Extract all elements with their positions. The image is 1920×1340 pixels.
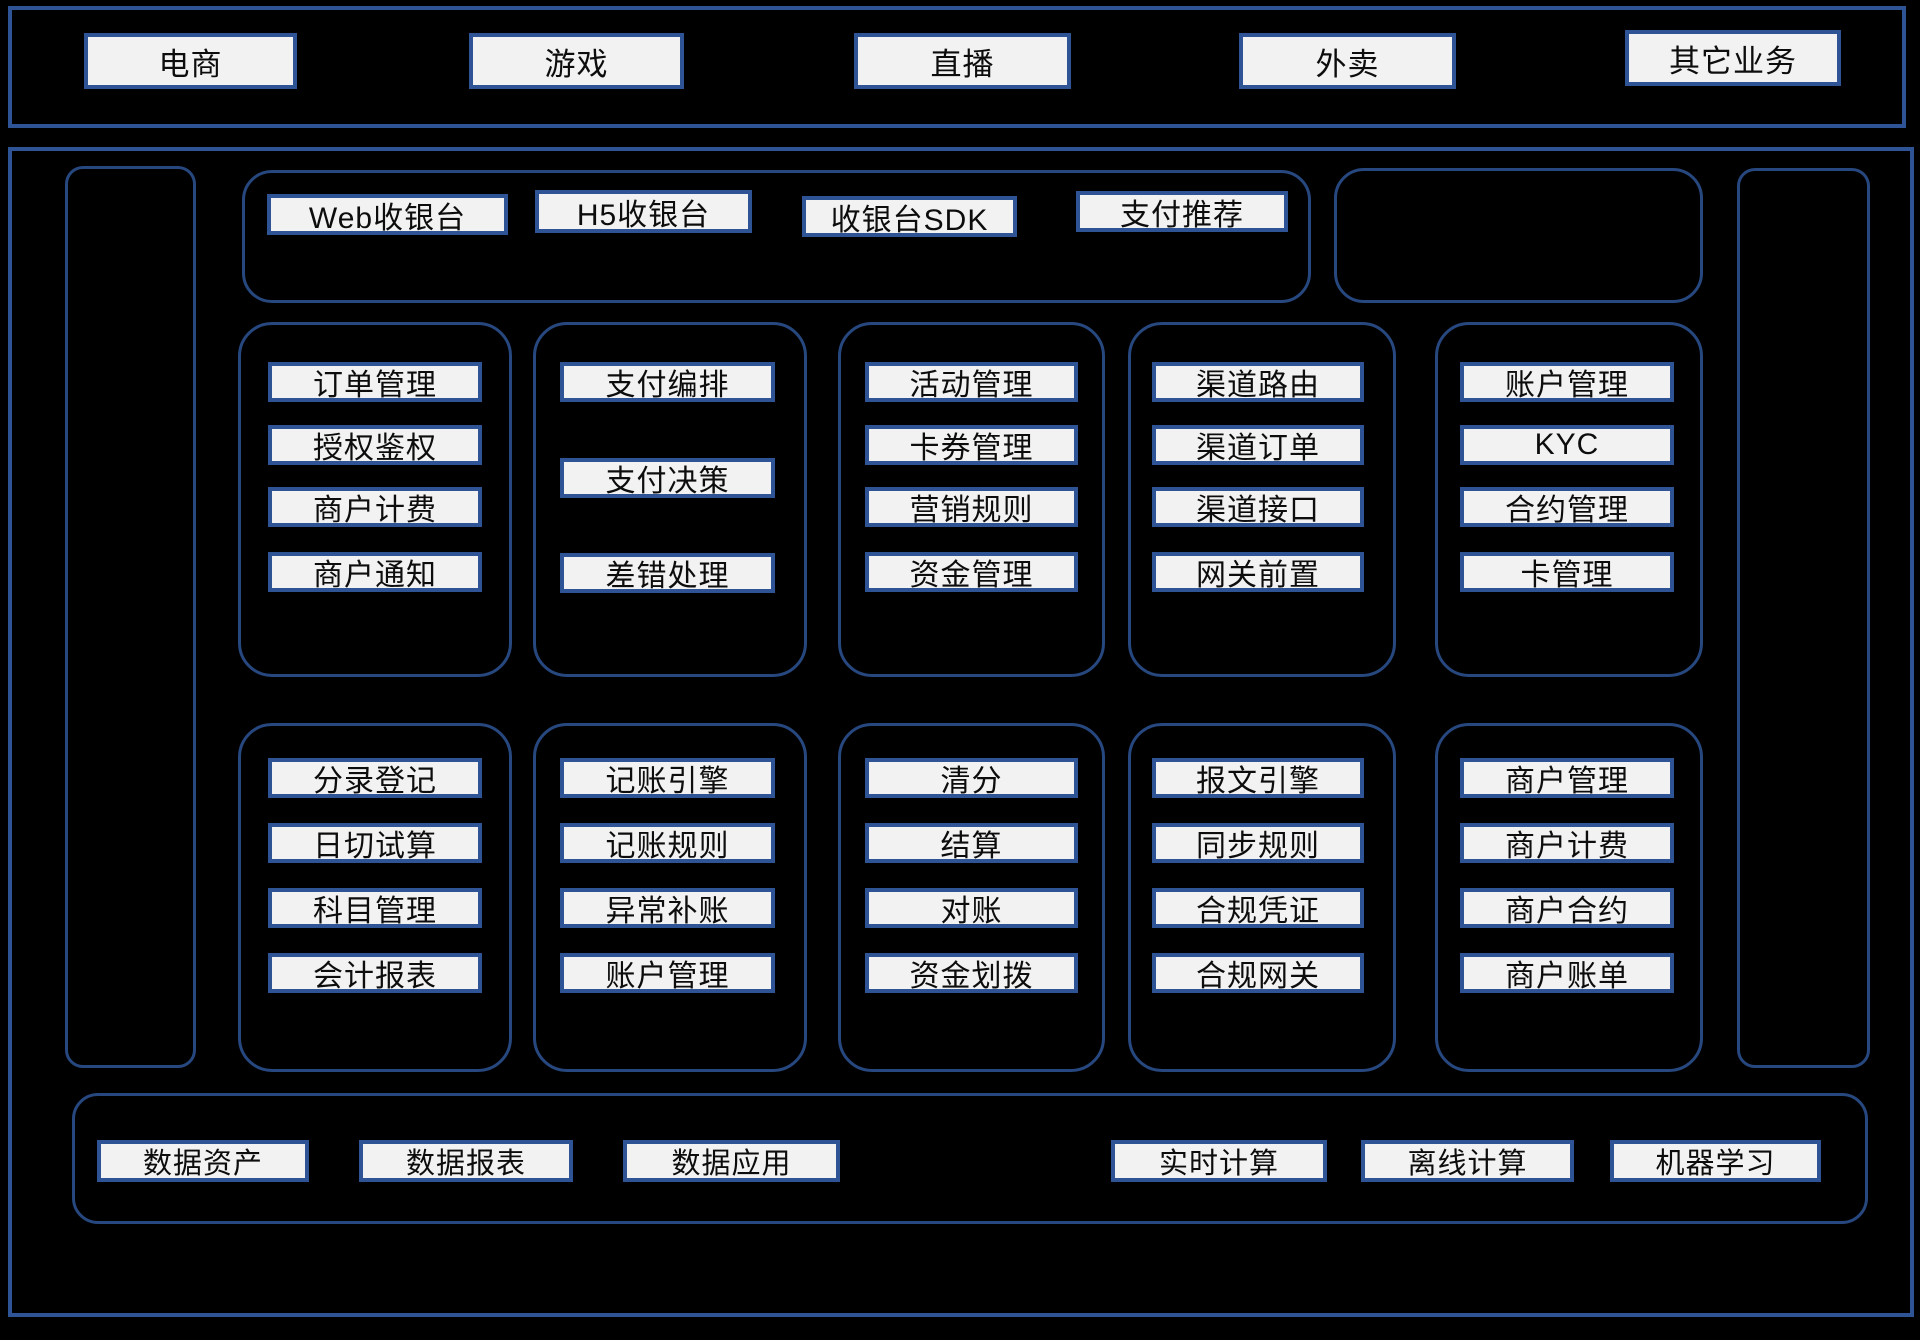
module-item: 授权鉴权: [268, 425, 482, 465]
left-pillar: [65, 166, 196, 1068]
module-item: 营销规则: [865, 487, 1078, 527]
module-item: 资金划拨: [865, 953, 1078, 993]
module-item: 网关前置: [1152, 552, 1364, 592]
business-box-other: 其它业务: [1625, 30, 1841, 86]
module-item: 记账规则: [560, 823, 775, 863]
business-box-game: 游戏: [469, 33, 684, 89]
access-box-cashier-sdk: 收银台SDK: [802, 196, 1017, 237]
module-item: 差错处理: [560, 553, 775, 593]
data-box-asset: 数据资产: [97, 1140, 309, 1182]
module-item: 清分: [865, 758, 1078, 798]
module-item: 报文引擎: [1152, 758, 1364, 798]
module-item: 商户合约: [1460, 888, 1674, 928]
module-item: 科目管理: [268, 888, 482, 928]
access-layer-empty-container: [1334, 168, 1703, 303]
data-box-offline-compute: 离线计算: [1361, 1140, 1574, 1182]
access-box-web-cashier: Web收银台: [267, 194, 508, 235]
data-layer-container: [72, 1093, 1868, 1224]
module-item: 渠道订单: [1152, 425, 1364, 465]
module-item: 记账引擎: [560, 758, 775, 798]
module-item: 支付决策: [560, 458, 775, 498]
module-item: 商户计费: [1460, 823, 1674, 863]
business-box-ecommerce: 电商: [84, 33, 297, 89]
data-box-machine-learning: 机器学习: [1610, 1140, 1821, 1182]
right-pillar: [1737, 168, 1870, 1068]
module-item: 支付编排: [560, 362, 775, 402]
module-item: 活动管理: [865, 362, 1078, 402]
module-item: 商户管理: [1460, 758, 1674, 798]
module-item: 商户通知: [268, 552, 482, 592]
module-item: 卡券管理: [865, 425, 1078, 465]
module-item: 结算: [865, 823, 1078, 863]
business-box-live: 直播: [854, 33, 1071, 89]
module-item: 异常补账: [560, 888, 775, 928]
data-box-realtime-compute: 实时计算: [1111, 1140, 1327, 1182]
module-item: 对账: [865, 888, 1078, 928]
module-item: 资金管理: [865, 552, 1078, 592]
module-item: 账户管理: [1460, 362, 1674, 402]
module-item: 合规网关: [1152, 953, 1364, 993]
module-item: 同步规则: [1152, 823, 1364, 863]
module-item: 商户账单: [1460, 953, 1674, 993]
module-item: 合规凭证: [1152, 888, 1364, 928]
module-item: 订单管理: [268, 362, 482, 402]
data-box-report: 数据报表: [359, 1140, 573, 1182]
module-item: 卡管理: [1460, 552, 1674, 592]
module-item: 合约管理: [1460, 487, 1674, 527]
module-item: 分录登记: [268, 758, 482, 798]
module-item: KYC: [1460, 425, 1674, 465]
business-layer-container: [8, 6, 1906, 128]
module-item: 日切试算: [268, 823, 482, 863]
business-box-takeout: 外卖: [1239, 33, 1456, 89]
module-item: 渠道接口: [1152, 487, 1364, 527]
access-box-pay-recommend: 支付推荐: [1076, 191, 1288, 232]
module-item: 商户计费: [268, 487, 482, 527]
access-box-h5-cashier: H5收银台: [535, 190, 752, 233]
module-item: 渠道路由: [1152, 362, 1364, 402]
module-item: 账户管理: [560, 953, 775, 993]
data-box-application: 数据应用: [623, 1140, 840, 1182]
module-item: 会计报表: [268, 953, 482, 993]
